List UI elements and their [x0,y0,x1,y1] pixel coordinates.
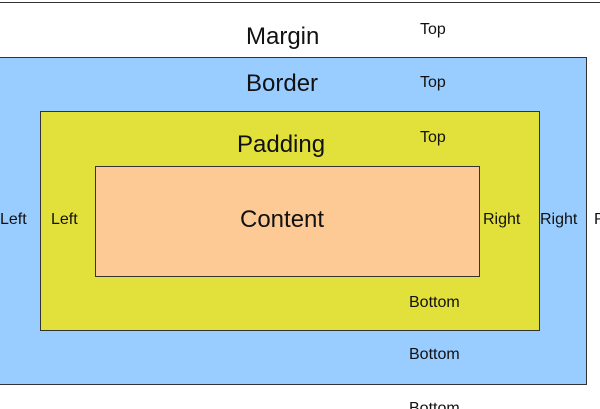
border-right-label: Right [540,211,578,228]
content-box [95,166,480,277]
padding-bottom-label: Bottom [409,294,460,311]
margin-right-label: R [594,211,600,228]
padding-right-label: Right [483,211,521,228]
margin-title: Margin [246,23,320,50]
padding-title: Padding [237,131,326,158]
padding-top-label: Top [420,129,446,146]
border-title: Border [246,70,319,97]
margin-left-label: Left [0,211,27,228]
content-title: Content [240,206,325,233]
margin-top-label: Top [420,21,446,38]
border-left-label: Left [51,211,78,228]
border-bottom-label: Bottom [409,346,460,363]
border-top-label: Top [420,74,446,91]
diagram-top-edge [0,2,600,3]
margin-bottom-label: Bottom [409,400,460,409]
